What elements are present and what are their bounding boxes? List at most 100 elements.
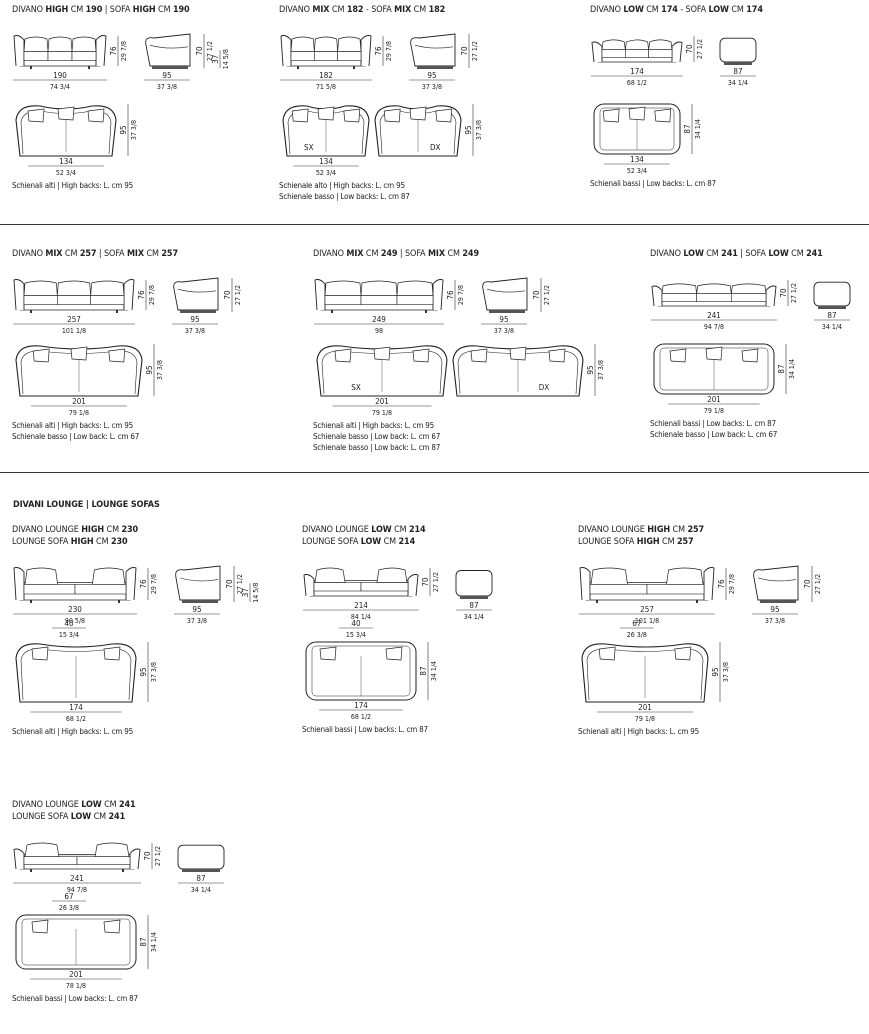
block-title: DIVANO HIGH CM 190 | SOFA HIGH CM 190 — [12, 4, 190, 16]
sofa-foot — [30, 600, 32, 603]
front-width-cm: 257 — [640, 605, 654, 614]
front-width-cm: 182 — [319, 71, 333, 80]
title-segment: CM — [670, 525, 688, 535]
front-view — [13, 842, 141, 872]
title-segment: 241 — [118, 800, 136, 810]
title-segment: 214 — [398, 537, 416, 547]
plan-depth-cm: 87 — [419, 666, 428, 675]
back-cushion — [661, 283, 698, 295]
left-arm — [13, 35, 25, 67]
plan-width-cm: 174 — [354, 701, 368, 710]
plan-pillow — [598, 646, 616, 661]
plan-depth-cm: 95 — [145, 365, 154, 374]
back-height-note: Schienali alti | High backs: L. cm 95 — [313, 421, 434, 430]
plan-depth-cm: 95 — [464, 125, 473, 134]
right-arm — [95, 35, 107, 67]
side-depth-cm: 87 — [827, 311, 836, 320]
title-segment: 241 — [806, 249, 823, 259]
front-height-in: 27 1/2 — [696, 39, 704, 59]
seat-width-cm: 40 — [351, 619, 361, 628]
title-segment: 241 — [721, 249, 738, 259]
front-height-cm: 76 — [374, 46, 383, 56]
section-heading-prefix: DIVANI LOUNGE — [13, 500, 84, 510]
side-height-in: 27 1/2 — [236, 574, 244, 594]
left-arm — [13, 567, 25, 601]
front-width-cm: 241 — [707, 311, 721, 320]
plan-pillow — [509, 346, 527, 361]
plan-pillow — [87, 108, 105, 123]
sofa-foot — [30, 869, 32, 872]
side-view — [177, 844, 225, 872]
plan-view — [653, 343, 775, 395]
seat-cushion — [396, 295, 434, 305]
title-segment: 249 — [380, 249, 398, 259]
title-segment: - SOFA — [363, 5, 395, 15]
plan-pillow — [31, 646, 49, 661]
seat-cushion — [23, 856, 78, 865]
title-segment: LOUNGE SOFA — [302, 537, 361, 547]
side-height-in: 27 1/2 — [543, 285, 551, 305]
front-view — [591, 39, 683, 63]
right-arm — [129, 848, 141, 870]
front-height-cm: 76 — [139, 579, 148, 589]
back-height-note: Schienale alto | High backs: L. cm 95 — [279, 181, 405, 190]
plan-pillow — [317, 106, 335, 121]
right-arm — [407, 574, 419, 597]
plan-pillow — [70, 346, 88, 361]
plan-pillow — [669, 348, 687, 363]
back-cushion — [590, 567, 628, 585]
front-width-cm: 174 — [630, 67, 644, 76]
title-segment: CM — [703, 249, 722, 259]
plan-view — [15, 105, 117, 157]
seat-width-in: 15 3/4 — [59, 631, 79, 639]
left-arm — [579, 567, 591, 601]
side-depth-cm: 95 — [190, 315, 199, 324]
seat-width-in: 15 3/4 — [346, 631, 366, 639]
seat-cushion — [696, 293, 732, 302]
plan-width-in: 52 3/4 — [627, 167, 647, 175]
block-notes: Schienali alti | High backs: L. cm 95 — [578, 726, 699, 737]
front-width-in: 94 7/8 — [67, 886, 87, 894]
side-seat-line — [177, 288, 217, 293]
title-segment: CM — [444, 249, 463, 259]
back-cushion — [47, 36, 73, 52]
plan-width-cm: 134 — [319, 157, 333, 166]
plan-pillow — [291, 108, 309, 123]
divider-top — [0, 224, 869, 225]
plan-depth-in: 37 3/8 — [475, 120, 483, 140]
plan-label-right: DX — [539, 383, 550, 392]
front-width-cm: 190 — [53, 71, 67, 80]
front-width-in: 74 3/4 — [50, 83, 70, 91]
back-height-note: Schienale basso | Low back: L. cm 67 — [313, 432, 441, 441]
front-width-cm: 230 — [68, 605, 82, 614]
side-base — [180, 310, 216, 313]
title-segment: 257 — [79, 249, 97, 259]
section-heading: DIVANI LOUNGE | LOUNGE SOFAS — [13, 500, 160, 510]
side-base — [760, 600, 796, 603]
side-base — [818, 306, 846, 309]
title-segment: 182 — [346, 5, 364, 15]
seat-cushion — [646, 584, 705, 595]
seat-width-in: 26 3/8 — [627, 631, 647, 639]
title-segment: CM — [381, 537, 399, 547]
front-width-cm: 249 — [372, 315, 386, 324]
title-segment: 190 — [85, 5, 103, 15]
plan-pillow — [103, 919, 121, 934]
side-depth-in: 37 3/8 — [494, 327, 514, 335]
title-segment: CM — [104, 525, 122, 535]
side-view — [173, 277, 219, 313]
plan-depth-in: 37 3/8 — [150, 662, 158, 682]
back-cushion — [396, 280, 434, 296]
back-cushion — [648, 39, 673, 51]
front-width-in: 71 5/8 — [316, 83, 336, 91]
title-segment: CM — [788, 249, 807, 259]
front-height-in: 27 1/2 — [432, 572, 440, 592]
side-depth-in: 34 1/4 — [464, 613, 484, 621]
plan-depth-cm: 95 — [119, 125, 128, 134]
